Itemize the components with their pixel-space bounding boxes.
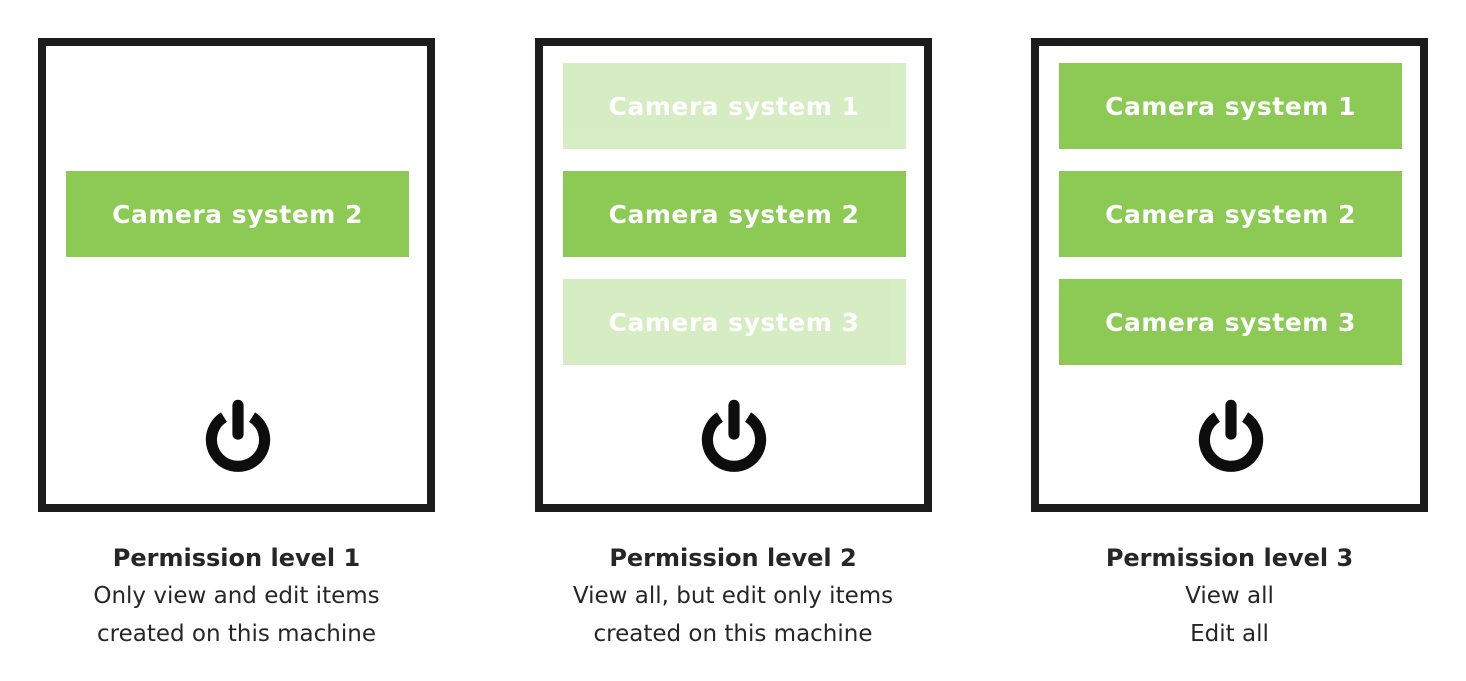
camera-system-list: Camera system 1 Camera system 2 Camera s… — [562, 63, 906, 365]
camera-system-button[interactable]: Camera system 1 — [1059, 63, 1402, 149]
caption: Permission level 3 View all Edit all — [1106, 539, 1353, 653]
power-icon[interactable] — [699, 399, 769, 472]
device-screen-2: Camera system 1 Camera system 2 Camera s… — [534, 38, 932, 512]
caption-line: View all — [1185, 583, 1274, 609]
device-screen-3: Camera system 1 Camera system 2 Camera s… — [1031, 38, 1428, 512]
caption-line: created on this machine — [593, 621, 873, 647]
camera-system-button[interactable]: Camera system 3 — [1059, 279, 1402, 365]
caption-line: View all, but edit only items — [572, 583, 894, 609]
caption-title: Permission level 3 — [1105, 544, 1354, 572]
caption-line: created on this machine — [96, 621, 376, 647]
camera-system-list: Camera system 2 — [66, 63, 409, 365]
permission-level-3-column: Camera system 1 Camera system 2 Camera s… — [1031, 38, 1428, 681]
permission-level-2-column: Camera system 1 Camera system 2 Camera s… — [534, 38, 932, 681]
camera-system-button[interactable]: Camera system 2 — [1059, 171, 1402, 257]
power-icon[interactable] — [1196, 399, 1266, 472]
power-icon[interactable] — [203, 399, 273, 472]
camera-system-button[interactable]: Camera system 2 — [562, 171, 906, 257]
camera-system-button[interactable]: Camera system 2 — [66, 171, 409, 257]
empty-slot — [66, 63, 409, 149]
camera-system-list: Camera system 1 Camera system 2 Camera s… — [1059, 63, 1402, 365]
camera-system-button[interactable]: Camera system 3 — [562, 279, 906, 365]
empty-slot — [66, 279, 409, 365]
camera-system-button[interactable]: Camera system 1 — [562, 63, 906, 149]
caption-line: Edit all — [1190, 621, 1269, 647]
device-screen-1: Camera system 2 — [38, 38, 435, 512]
caption-title: Permission level 1 — [112, 544, 361, 572]
caption-title: Permission level 2 — [609, 544, 857, 572]
caption: Permission level 2 View all, but edit on… — [573, 539, 893, 653]
caption-line: Only view and edit items — [93, 583, 380, 609]
caption: Permission level 1 Only view and edit it… — [93, 539, 379, 653]
permission-level-1-column: Camera system 2 Permission level 1 Only … — [38, 38, 435, 681]
